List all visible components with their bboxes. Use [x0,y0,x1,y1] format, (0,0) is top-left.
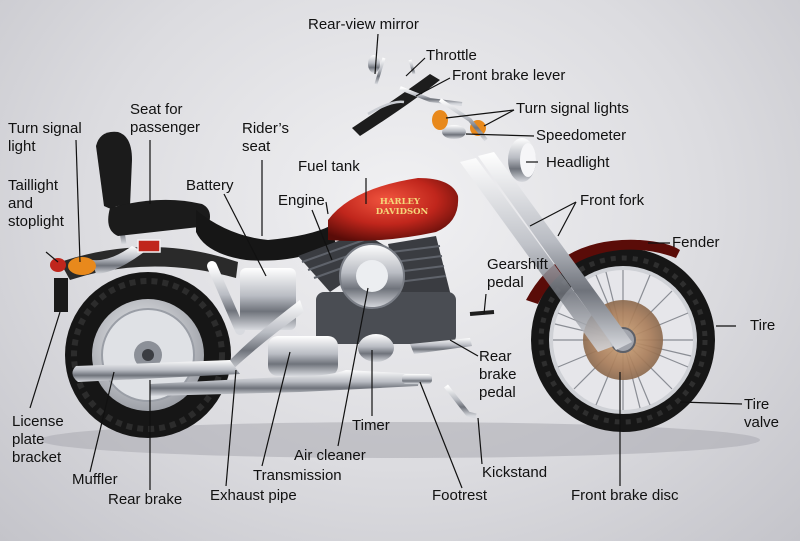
backrest-shape [96,131,132,210]
label-muffler: Muffler [72,471,118,488]
label-throttle: Throttle [426,47,477,64]
leader-turn-signal-lights-a [445,109,515,119]
leader-air-cleaner [337,287,369,447]
label-tire-valve: Tire valve [744,396,780,431]
leader-front-brake-lever [415,77,451,97]
rear-fender-shape [60,247,238,280]
label-turn-signal-light: Turn signal light [8,120,82,155]
leader-taillight-a [45,251,59,263]
front-fork-shape [478,152,632,350]
headlight-shape [508,138,536,182]
rear-wheel [65,272,231,438]
muffler-shape [72,360,240,382]
ground-shadow [40,422,760,458]
label-engine: Engine [278,192,325,209]
label-fender: Fender [672,234,720,251]
leader-kickstand [477,417,483,465]
leader-tire-valve [679,401,743,405]
label-headlight: Headlight [546,154,610,171]
label-battery: Battery [186,177,234,194]
label-front-brake-disc: Front brake disc [571,487,679,504]
leader-lines [29,33,743,490]
label-rear-brake-pedal: Rear brake pedal [479,348,517,401]
gearshift-pedal-shape [469,310,495,316]
label-riders-seat: Rider’s seat [242,120,289,155]
rear-view-mirror-shape [368,55,416,85]
exhaust-pipe-shape [230,300,304,372]
leader-muffler [89,371,115,473]
label-seat-for-passenger: Seat for passenger [130,101,201,136]
handlebar-shape [352,74,488,142]
label-gearshift-pedal: Gearshift pedal [487,256,548,291]
leader-turn-signal-lights-b [483,109,515,127]
leader-license-plate-bracket [29,311,61,409]
leader-footrest [419,381,463,489]
label-kickstand: Kickstand [482,464,548,481]
tank-logo: HARLEY DAVIDSON [376,197,429,217]
speedometer-shape [442,125,466,139]
license-bracket-shape [54,278,68,312]
label-license-plate-bracket: License plate bracket [12,413,64,466]
front-turn-signal-shape [432,110,448,130]
leader-rear-view-mirror [374,33,379,75]
label-turn-signal-lights: Turn signal lights [516,100,629,117]
label-speedometer: Speedometer [536,127,627,144]
leader-transmission [261,351,291,467]
svg-text:DAVIDSON: DAVIDSON [376,207,429,217]
label-exhaust-pipe: Exhaust pipe [210,487,297,504]
footrest-shape [402,374,432,384]
fuel-tank-shape [328,178,459,241]
leader-engine-b [325,201,329,215]
label-front-fork: Front fork [580,192,645,209]
leader-engine-a [311,209,333,261]
label-tire: Tire [750,317,776,334]
rear-turn-signal-shape [68,257,96,275]
leader-battery [223,193,267,277]
kickstand-shape [444,384,477,419]
label-timer: Timer [352,417,390,434]
label-rear-brake: Rear brake [108,491,183,508]
transmission-shape [268,336,338,376]
label-fuel-tank: Fuel tank [298,158,360,175]
taillight-shape [137,239,161,253]
leader-turn-signal-light [75,139,81,263]
passenger-seat-shape [108,199,210,236]
rider-seat-shape [196,210,336,261]
label-footrest: Footrest [432,487,488,504]
leader-rear-brake-pedal [449,339,479,357]
timer-cover-shape [358,334,394,362]
sissy-bar-strut [92,246,144,274]
leader-speedometer [465,133,535,137]
leader-exhaust-pipe [225,369,237,487]
leader-throttle [405,57,426,77]
label-rear-view-mirror: Rear-view mirror [308,16,419,33]
label-front-brake-lever: Front brake lever [452,67,566,84]
label-air-cleaner: Air cleaner [294,447,366,464]
rear-brake-pedal-shape [410,338,472,354]
svg-text:HARLEY: HARLEY [380,197,421,207]
leader-front-fork-b [557,201,577,237]
leader-gearshift-pedal [483,293,487,315]
label-taillight-and-stoplight: Taillight and stoplight [8,177,64,230]
leader-front-fork-a [529,201,577,227]
label-transmission: Transmission [253,467,342,484]
